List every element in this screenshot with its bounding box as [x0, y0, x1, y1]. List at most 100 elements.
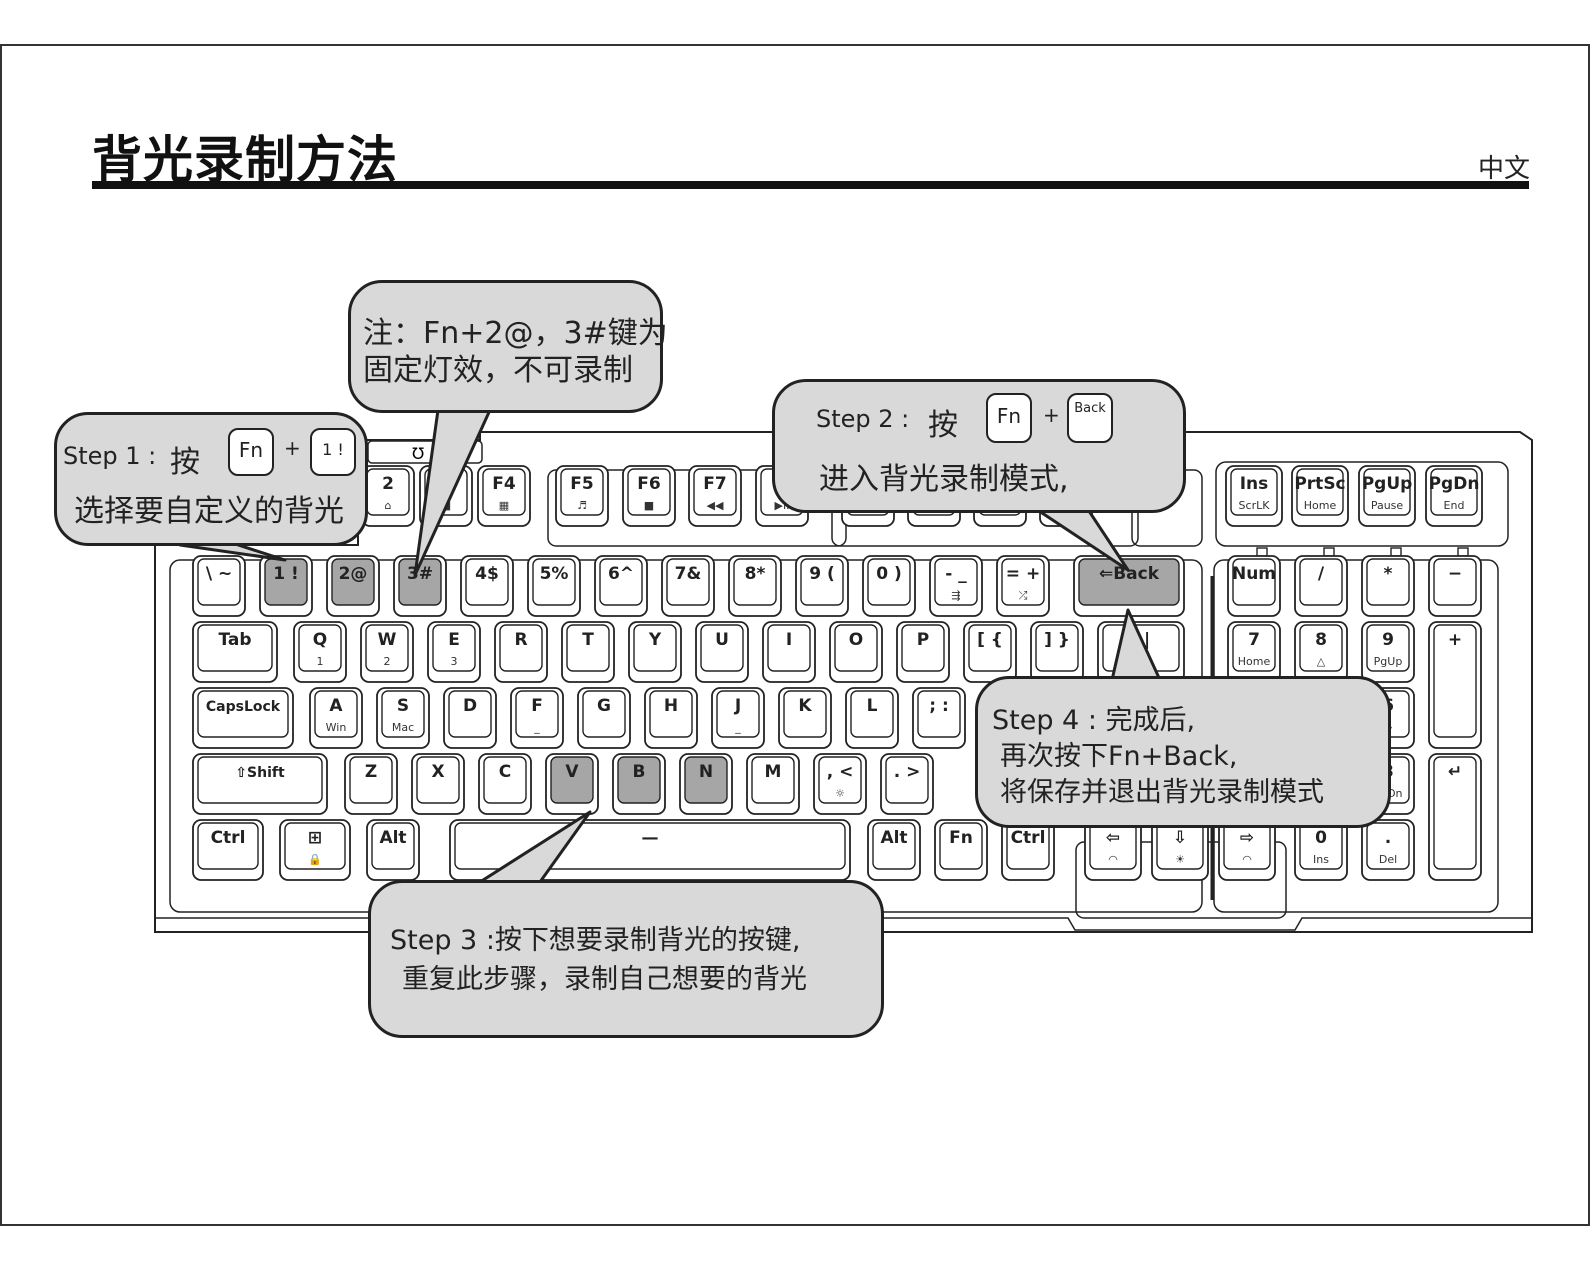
step3-line-1: Step 3 :按下想要录制背光的按键, — [390, 925, 801, 956]
key-sublabel-lwin: 🔒 — [308, 853, 322, 866]
key-label-u: U — [715, 630, 729, 650]
key-l: L — [845, 687, 899, 749]
key-f7: F7 ◀◀ — [688, 465, 742, 527]
key-label-b: B — [633, 762, 646, 782]
page-title: 背光录制方法 — [92, 131, 398, 189]
key-label-m: M — [765, 762, 782, 782]
key-k: K — [778, 687, 832, 749]
key-label-k8: 8* — [745, 564, 766, 584]
key-label-f2: 2 — [382, 474, 394, 494]
key-n: N — [679, 753, 733, 815]
key-star-n: * — [1361, 555, 1415, 617]
key-label-comma: , < — [827, 762, 854, 782]
key-lctrl: Ctrl — [192, 819, 264, 881]
key-t: T — [561, 621, 615, 683]
step2-fn-key: Fn — [986, 393, 1032, 443]
usb-icon: Ʊ — [412, 444, 424, 463]
key-label-s: S — [397, 696, 409, 716]
key-label-d: D — [463, 696, 477, 716]
key-f6: F6■ — [622, 465, 676, 527]
step4-line-3: 将保存并退出背光录制模式 — [1000, 777, 1324, 808]
step1-description: 选择要自定义的背光 — [74, 494, 344, 529]
key-rbr: ] } — [1030, 621, 1084, 683]
key-label-f4: F4 — [492, 474, 516, 494]
key-h: H — [644, 687, 698, 749]
step2-callout — [772, 379, 1186, 513]
key-comma: , <☼ — [813, 753, 867, 815]
step1-action: 按 — [170, 445, 200, 480]
key-sublabel-f2: ⌂ — [385, 499, 392, 512]
key-lwin: ⊞🔒 — [279, 819, 351, 881]
key-i: I — [762, 621, 816, 683]
key-k1: 1 ! — [259, 555, 313, 617]
step4-callout — [975, 676, 1391, 828]
key-label-n0: 0 — [1315, 828, 1327, 848]
key-f5: F5♬ — [555, 465, 609, 527]
key-sublabel-left: ◠ — [1108, 853, 1118, 866]
key-q: Q1 — [293, 621, 347, 683]
key-sublabel-f7: ◀◀ — [707, 499, 724, 512]
key-label-back: ⇐Back — [1099, 564, 1160, 584]
step1-label: Step 1 : — [63, 442, 157, 470]
key-label-f6: F6 — [637, 474, 660, 494]
key-nenter: ↵ — [1428, 753, 1482, 881]
key-lalt: Alt — [366, 819, 420, 881]
key-fn: Fn — [934, 819, 988, 881]
key-label-f5: F5 — [570, 474, 593, 494]
key-k8: 8* — [728, 555, 782, 617]
key-sublabel-ins: ScrLK — [1239, 499, 1271, 512]
key-c: C — [478, 753, 532, 815]
key-label-p: P — [917, 630, 929, 650]
key-label-lbr: [ { — [977, 630, 1003, 650]
title-rule — [92, 181, 1529, 189]
key-label-g: G — [597, 696, 611, 716]
key-k9: 9 ( — [795, 555, 849, 617]
key-sublabel-minus: ⇶ — [951, 589, 960, 602]
step3-line-2: 重复此步骤，录制自己想要的背光 — [402, 964, 807, 995]
key-left: ⇦◠ — [1084, 819, 1142, 881]
key-sublabel-w: 2 — [384, 655, 391, 668]
key-u: U — [695, 621, 749, 683]
key-label-slash-n: / — [1318, 564, 1325, 584]
key-label-a: A — [329, 696, 343, 716]
key-label-num: Num — [1232, 564, 1276, 584]
key-label-fn: Fn — [949, 828, 973, 848]
key-label-left: ⇦ — [1106, 828, 1120, 848]
key-sublabel-prtsc: Home — [1304, 499, 1337, 512]
key-label-f7: F7 — [703, 474, 726, 494]
key-sublabel-n8: △ — [1317, 655, 1326, 668]
key-label-ndot: . — [1385, 828, 1391, 848]
key-label-q: Q — [313, 630, 327, 650]
key-sublabel-pgdn-top: End — [1444, 499, 1465, 512]
key-label-n8: 8 — [1315, 630, 1327, 650]
key-label-f: F — [531, 696, 543, 716]
key-label-k: K — [798, 696, 812, 716]
key-label-tilde: \ ~ — [206, 564, 232, 584]
key-label-ralt: Alt — [880, 828, 907, 848]
key-z: Z — [344, 753, 398, 815]
key-label-prtsc: PrtSc — [1294, 474, 1345, 494]
key-label-j: J — [734, 696, 741, 716]
key-sublabel-right: ◠ — [1242, 853, 1252, 866]
key-equal: = +⤮ — [996, 555, 1050, 617]
key-label-tab: Tab — [218, 630, 251, 650]
step4-line-2: 再次按下Fn+Back, — [1000, 741, 1238, 772]
key-label-minus-n: − — [1448, 564, 1462, 584]
key-minus-n: − — [1428, 555, 1482, 617]
key-label-caps: CapsLock — [206, 699, 281, 715]
key-g: G — [577, 687, 631, 749]
key-label-z: Z — [365, 762, 377, 782]
note-line-2: 固定灯效，不可录制 — [363, 353, 633, 388]
key-label-star-n: * — [1384, 564, 1393, 584]
key-label-i: I — [786, 630, 792, 650]
key-label-period: . > — [894, 762, 921, 782]
key-sublabel-equal: ⤮ — [1019, 589, 1028, 602]
key-lbr: [ { — [963, 621, 1017, 683]
key-label-k1: 1 ! — [273, 564, 299, 584]
